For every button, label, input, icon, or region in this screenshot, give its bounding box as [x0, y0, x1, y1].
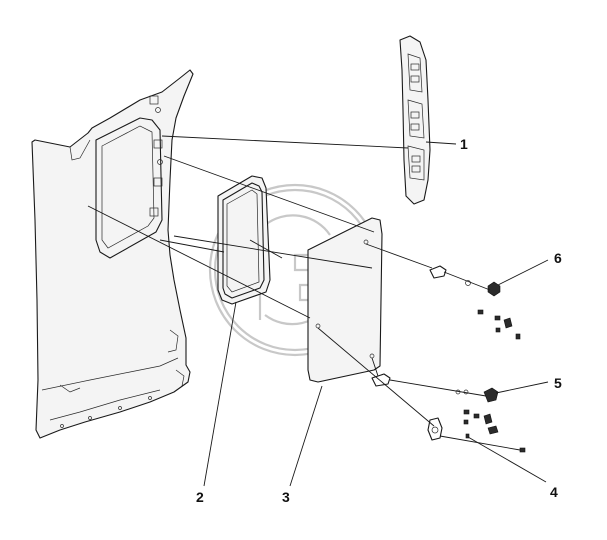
callout-3-label: 3	[282, 489, 290, 505]
callout-2-label: 2	[196, 489, 204, 505]
lower-hinge-hardware	[371, 373, 499, 435]
callout-6-label: 6	[554, 250, 562, 266]
callout-4-label: 4	[550, 484, 558, 500]
part-1-trim-strip	[399, 35, 431, 205]
part-4-catch-bolt	[427, 417, 526, 453]
part-2-window-seal	[217, 175, 271, 305]
callout-1-label: 1	[460, 136, 468, 152]
callout-leaders	[203, 141, 549, 487]
assembly-guide-lines	[87, 135, 521, 451]
side-body-panel	[31, 69, 194, 439]
callout-5-label: 5	[554, 375, 562, 391]
part-3-glass-pane	[307, 217, 383, 383]
upper-hinge-hardware	[429, 265, 521, 340]
